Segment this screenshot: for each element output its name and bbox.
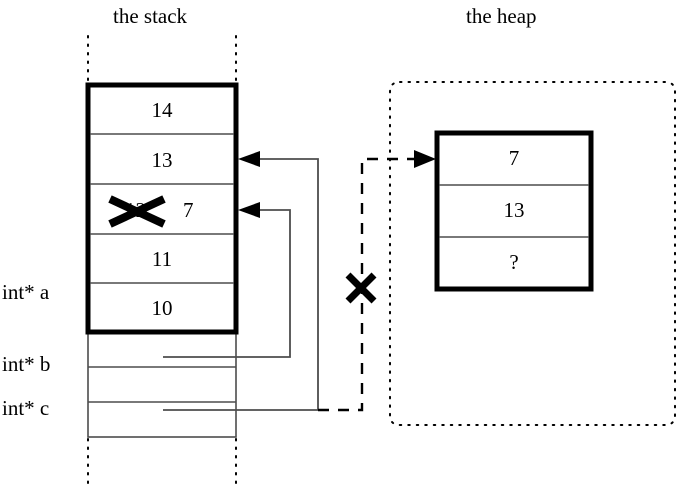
pointer-label-b: int* b xyxy=(2,352,51,376)
heap-cell-value-1: 13 xyxy=(503,198,525,222)
invalidated-pointer-x-mark xyxy=(345,272,377,304)
heap-title: the heap xyxy=(466,4,537,28)
stack-cell-value-2-new: 7 xyxy=(183,198,194,222)
stack-title: the stack xyxy=(113,4,188,28)
stack-cell-value-1: 13 xyxy=(151,148,173,172)
heap-cell-value-0: 7 xyxy=(508,146,520,170)
pointer-label-a: int* a xyxy=(2,280,50,304)
stack-cell-value-3: 11 xyxy=(151,247,173,271)
stack-cell-value-4: 10 xyxy=(151,296,173,320)
pointer-label-c: int* c xyxy=(2,396,50,420)
heap-block-box xyxy=(434,130,594,292)
pointer-b-arrowhead xyxy=(238,202,260,218)
overwritten-value-x-mark xyxy=(108,195,166,228)
pointer-b-connector xyxy=(163,209,291,358)
heap-pointer-arrowhead xyxy=(414,150,436,168)
heap-region-boundary xyxy=(389,81,676,426)
stack-cell-value-2-old: 12 xyxy=(125,198,146,222)
stack-cell-value-0: 14 xyxy=(151,98,173,122)
stack-value-box xyxy=(85,82,239,335)
pointer-c-arrowhead xyxy=(238,151,260,167)
stack-pointer-slots-frame xyxy=(87,331,237,438)
heap-cell-value-2: ? xyxy=(509,250,519,274)
pointer-c-connector xyxy=(163,158,319,411)
